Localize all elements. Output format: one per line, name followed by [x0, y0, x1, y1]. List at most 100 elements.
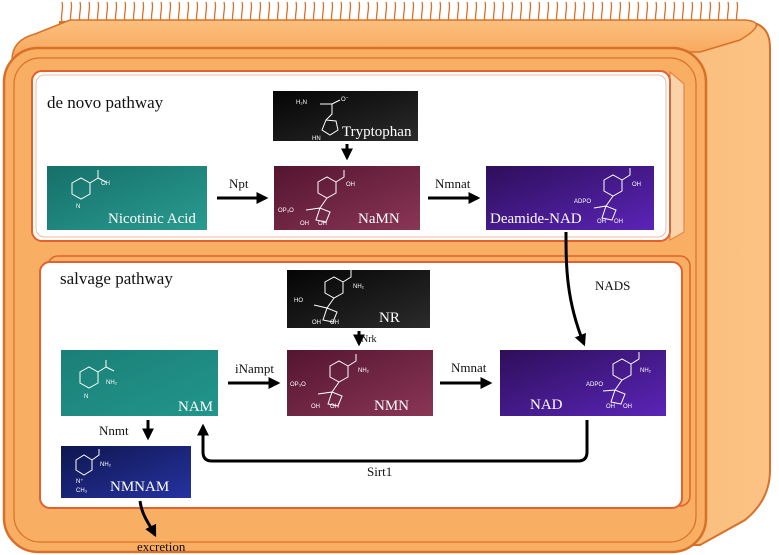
- deamide-nad-label: Deamide-NAD: [490, 211, 582, 227]
- nad-label: NAD: [530, 397, 563, 413]
- cilium: [537, 1, 541, 23]
- inampt-label: iNampt: [235, 361, 274, 376]
- svg-text:NH₂: NH₂: [353, 284, 365, 290]
- deamide-nad-structure-icon: ADPO OH OH OH: [574, 168, 641, 225]
- cilium: [357, 1, 361, 23]
- nrk-label: Nrk: [361, 334, 377, 345]
- svg-text:OP₃O: OP₃O: [290, 382, 306, 388]
- svg-text:OH: OH: [330, 404, 339, 410]
- nmn-structure-icon: OP₃O NH₂ OH OH: [290, 354, 370, 410]
- cilium: [330, 1, 334, 23]
- cilium: [681, 1, 685, 23]
- cilium: [231, 1, 235, 23]
- cilium: [573, 1, 577, 23]
- cilium: [105, 1, 109, 23]
- cilium: [339, 1, 343, 23]
- sirt1-arrow: [197, 420, 589, 463]
- nam-label: NAM: [178, 399, 213, 415]
- nmn-label: NMN: [374, 398, 409, 414]
- cilium: [501, 1, 505, 23]
- tryptophan-label: Tryptophan: [342, 124, 412, 140]
- salvage-title: salvage pathway: [60, 269, 173, 288]
- cilium: [519, 1, 523, 23]
- cilium: [240, 1, 244, 23]
- cilium: [420, 1, 424, 23]
- cilium: [141, 1, 145, 23]
- svg-text:O⁻: O⁻: [341, 97, 349, 103]
- cilium: [69, 1, 73, 23]
- cilium: [546, 1, 550, 23]
- cilium: [429, 1, 433, 23]
- cilium: [186, 1, 190, 23]
- svg-text:OH: OH: [330, 320, 339, 326]
- svg-text:OH: OH: [632, 182, 641, 188]
- nads-label: NADS: [595, 278, 630, 293]
- cilium: [321, 1, 325, 23]
- tryptophan-node: H₂N O⁻ HN Tryptophan: [273, 91, 418, 142]
- cilium: [393, 1, 397, 23]
- svg-text:OH: OH: [346, 182, 355, 188]
- de-novo-title: de novo pathway: [47, 93, 164, 112]
- cilium: [204, 1, 208, 23]
- cilium: [708, 1, 712, 23]
- cilium: [645, 1, 649, 23]
- cilium: [384, 1, 388, 23]
- svg-text:NH₂: NH₂: [358, 368, 370, 374]
- svg-text:N: N: [84, 394, 88, 400]
- svg-text:OH: OH: [312, 320, 321, 326]
- svg-text:OH: OH: [623, 404, 632, 410]
- cilium: [510, 1, 514, 23]
- namn-label: NaMN: [358, 211, 400, 227]
- cilium: [177, 1, 181, 23]
- svg-text:HN: HN: [312, 136, 321, 142]
- svg-text:HO: HO: [294, 298, 303, 304]
- cilium: [213, 1, 217, 23]
- cilium: [312, 1, 316, 23]
- cilium: [114, 1, 118, 23]
- svg-text:NH₂: NH₂: [100, 462, 112, 468]
- cilium: [60, 1, 64, 23]
- svg-text:N: N: [76, 204, 80, 210]
- cilium: [699, 1, 703, 23]
- nicotinic-acid-label: Nicotinic Acid: [108, 211, 196, 227]
- cilium: [582, 1, 586, 23]
- svg-text:ADPO: ADPO: [586, 382, 603, 388]
- cilium: [159, 1, 163, 23]
- svg-text:CH₃: CH₃: [76, 488, 88, 494]
- nmnam-node: NH₂ N⁺ CH₃ NMNAM: [61, 446, 191, 498]
- excretion-label: excretion: [137, 539, 186, 554]
- cilium: [618, 1, 622, 23]
- cilium: [168, 1, 172, 23]
- svg-text:NH₂: NH₂: [640, 368, 652, 374]
- deamide-nad-node: ADPO OH OH OH Deamide-NAD: [486, 166, 654, 230]
- cilium: [132, 1, 136, 23]
- cilium: [555, 1, 559, 23]
- svg-text:OH: OH: [300, 221, 309, 227]
- cilium: [690, 1, 694, 23]
- cilium: [726, 1, 730, 23]
- cilium: [267, 1, 271, 23]
- nam-structure-icon: N NH₂: [79, 360, 118, 400]
- cilium: [717, 1, 721, 23]
- cilium: [294, 1, 298, 23]
- excretion-arrow: [138, 500, 157, 538]
- svg-text:OH: OH: [318, 221, 327, 227]
- namn-node: OP₃O OH OH OH NaMN: [274, 166, 420, 230]
- cilium: [456, 1, 460, 23]
- tryptophan-structure-icon: H₂N O⁻ HN: [296, 97, 349, 142]
- cilium: [402, 1, 406, 23]
- svg-text:OH: OH: [311, 404, 320, 410]
- nmnat-top-label: Nmnat: [435, 176, 471, 191]
- cilium: [222, 1, 226, 23]
- cilium: [375, 1, 379, 23]
- nnmt-label: Nnmt: [99, 423, 129, 438]
- cilium: [285, 1, 289, 23]
- cilium: [627, 1, 631, 23]
- nad-structure-icon: ADPO NH₂ OH OH: [586, 352, 652, 410]
- cilium: [465, 1, 469, 23]
- svg-text:OH: OH: [597, 219, 606, 225]
- namn-structure-icon: OP₃O OH OH OH: [278, 170, 355, 227]
- cilium: [492, 1, 496, 23]
- nmn-node: OP₃O NH₂ OH OH NMN: [287, 350, 433, 416]
